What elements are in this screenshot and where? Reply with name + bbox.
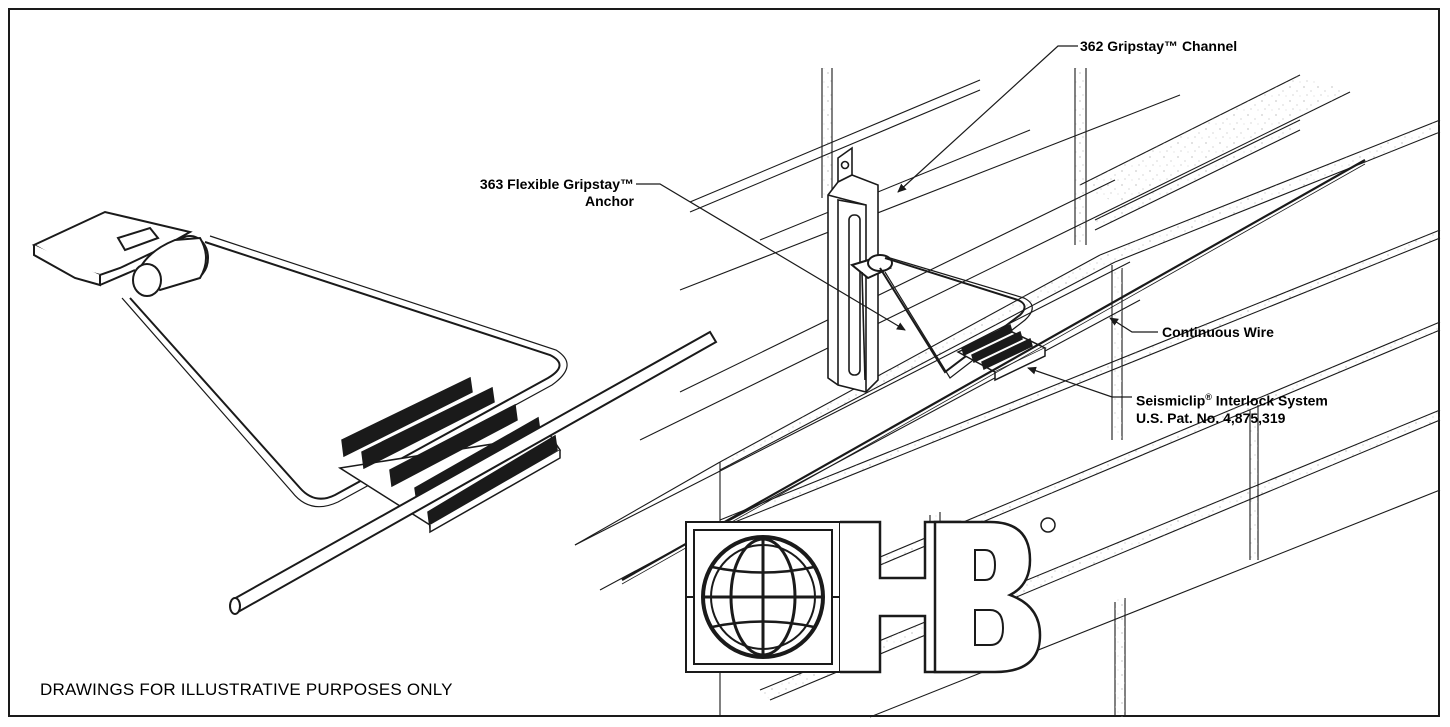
callout-leaders [636,45,1158,398]
seismiclip-detail [337,376,562,534]
label-gripstay-channel: 362 Gripstay™ Channel [1080,38,1238,54]
anchor-detail-left [31,210,568,508]
gripstay-channel [827,146,879,393]
hb-logo [685,517,1056,674]
continuous-wire-installed [621,159,1366,581]
label-patent: U.S. Pat. No. 4,875,319 [1136,409,1286,426]
label-seismiclip-line1: Seismiclip® Interlock System [1136,389,1328,410]
label-seismiclip-name: Seismiclip [1136,392,1206,409]
label-seismiclip-rest: Interlock System [1211,392,1328,409]
continuous-wire-detail [229,330,718,615]
label-flexible-anchor-line1: 363 Flexible Gripstay™ [479,176,634,192]
label-flexible-anchor: 363 Flexible Gripstay™ Anchor [420,176,634,210]
seismiclip-installed [956,323,1047,382]
flexible-anchor-installed [849,254,1033,381]
registered-mark: ® [1205,392,1212,402]
disclaimer-footer: DRAWINGS FOR ILLUSTRATIVE PURPOSES ONLY [40,680,453,699]
label-flexible-anchor-line2: Anchor [585,193,634,209]
label-seismiclip: Seismiclip® Interlock System U.S. Pat. N… [1136,389,1328,427]
label-continuous-wire: Continuous Wire [1162,324,1274,340]
